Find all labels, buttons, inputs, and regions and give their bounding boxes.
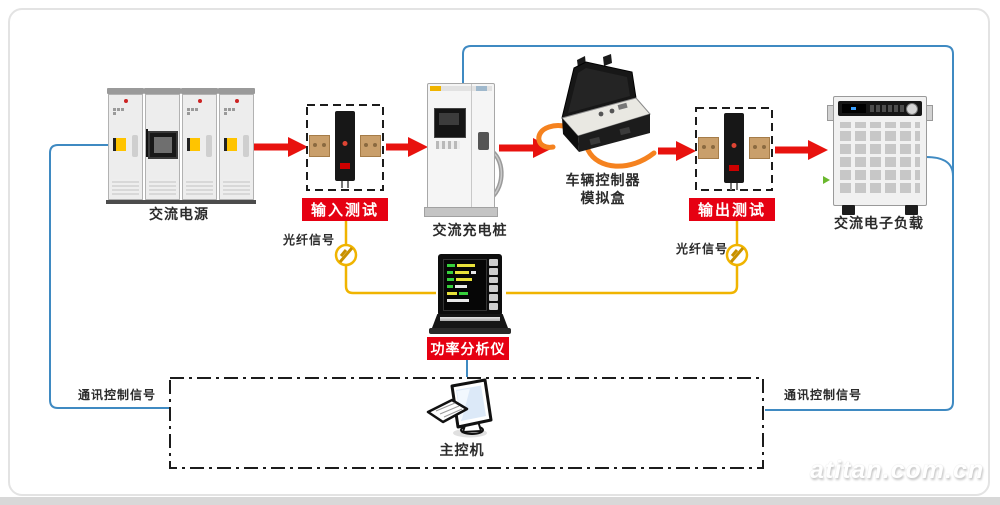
diagram-frame <box>8 8 990 496</box>
electronic-load-caption: 交流电子负载 <box>834 215 924 231</box>
cabinet-handle <box>132 135 138 157</box>
pile-seam <box>471 84 472 208</box>
cabinet-handle <box>206 135 212 157</box>
pile-yellow-badge <box>430 86 441 91</box>
power-cabinet <box>218 88 255 200</box>
pile-screen <box>434 108 466 138</box>
cabinet-handle <box>243 135 249 157</box>
vehicle-controller-line1: 车辆控制器 <box>565 172 641 188</box>
cabinet-vent <box>112 179 139 195</box>
watermark: atitan.com.cn <box>810 456 985 484</box>
power-analyzer-icon <box>429 254 511 336</box>
sensor-terminal <box>360 135 381 157</box>
sensor-terminal <box>309 135 330 157</box>
cabinet-buttons <box>113 108 124 115</box>
pile-blue-badge <box>476 86 487 91</box>
cabinet-breaker <box>113 138 126 151</box>
input-current-sensor-icon <box>307 105 383 190</box>
pile-keypad <box>436 141 460 149</box>
vehicle-controller-line2: 模拟盒 <box>580 190 626 206</box>
ac-power-supply-icon <box>107 88 255 200</box>
cabinet-vent <box>223 179 250 195</box>
cabinet-handle <box>146 129 148 157</box>
load-foot <box>842 205 855 215</box>
analyzer-bezel <box>438 254 502 316</box>
cabinet-screen <box>147 131 178 159</box>
cabinet-base <box>106 200 256 204</box>
pile-gun-holster <box>478 132 489 150</box>
load-buttons <box>870 105 904 112</box>
input-test-label: 输入测试 <box>302 198 388 221</box>
load-foot <box>905 205 918 215</box>
pile-base <box>424 207 498 217</box>
sensor-pin <box>347 181 349 188</box>
charging-pile-caption: 交流充电桩 <box>432 222 508 238</box>
cabinet-indicator <box>123 99 128 103</box>
load-display <box>842 104 866 113</box>
sensor-body <box>335 111 355 181</box>
main-controller-caption: 主控机 <box>439 442 485 458</box>
cabinet-vent <box>186 179 213 195</box>
sensor-pin <box>730 183 732 190</box>
comm-signal-left-label: 通讯控制信号 <box>78 388 157 402</box>
load-knob <box>906 103 918 115</box>
cabinet-indicator <box>234 99 239 103</box>
fiber-signal-right-label: 光纤信号 <box>676 242 729 256</box>
cabinet-buttons <box>187 108 198 115</box>
sensor-pin <box>341 181 343 188</box>
ac-electronic-load-icon <box>827 96 933 215</box>
cabinet-breaker <box>224 138 237 151</box>
cabinet-cap <box>107 88 144 94</box>
cabinet-indicator <box>197 99 202 103</box>
cabinet-breaker <box>187 138 200 151</box>
sensor-led <box>342 141 348 146</box>
analyzer-button-strip <box>440 317 500 321</box>
load-handle <box>926 105 933 121</box>
output-test-text: 输出测试 <box>697 202 766 219</box>
load-vent-grid <box>840 122 920 196</box>
pile-header <box>430 86 492 91</box>
sensor-terminal <box>698 137 719 159</box>
load-front-panel <box>838 101 922 116</box>
cabinet-cap <box>144 88 181 94</box>
sensor-tag <box>340 163 350 169</box>
ac-power-caption: 交流电源 <box>149 206 209 222</box>
input-test-text: 输入测试 <box>310 202 379 219</box>
sensor-tag <box>729 165 739 171</box>
analyzer-screen <box>443 259 487 311</box>
sensor-body <box>724 113 744 183</box>
power-cabinet <box>181 88 218 200</box>
cabinet-buttons <box>224 108 235 115</box>
power-cabinet <box>107 88 144 200</box>
green-pointer-icon <box>823 176 830 184</box>
fiber-signal-left-label: 光纤信号 <box>283 233 336 247</box>
power-analyzer-text: 功率分析仪 <box>430 340 506 357</box>
output-current-sensor-icon <box>696 107 772 192</box>
vehicle-controller-caption: 车辆控制器 模拟盒 <box>550 171 656 207</box>
sensor-terminal <box>749 137 770 159</box>
comm-signal-right-label: 通讯控制信号 <box>784 388 863 402</box>
output-test-label: 输出测试 <box>689 198 775 221</box>
load-handle <box>827 105 834 121</box>
power-cabinet <box>144 88 181 200</box>
power-analyzer-label: 功率分析仪 <box>427 337 509 360</box>
analyzer-base <box>429 328 511 334</box>
cabinet-cap <box>218 88 255 94</box>
cabinet-vent <box>149 179 176 195</box>
ac-charging-pile-icon <box>424 83 498 217</box>
analyzer-softkeys <box>489 259 498 310</box>
sensor-led <box>731 143 737 148</box>
cabinet-cap <box>181 88 218 94</box>
sensor-pin <box>736 183 738 190</box>
bottom-edge <box>0 497 1000 505</box>
